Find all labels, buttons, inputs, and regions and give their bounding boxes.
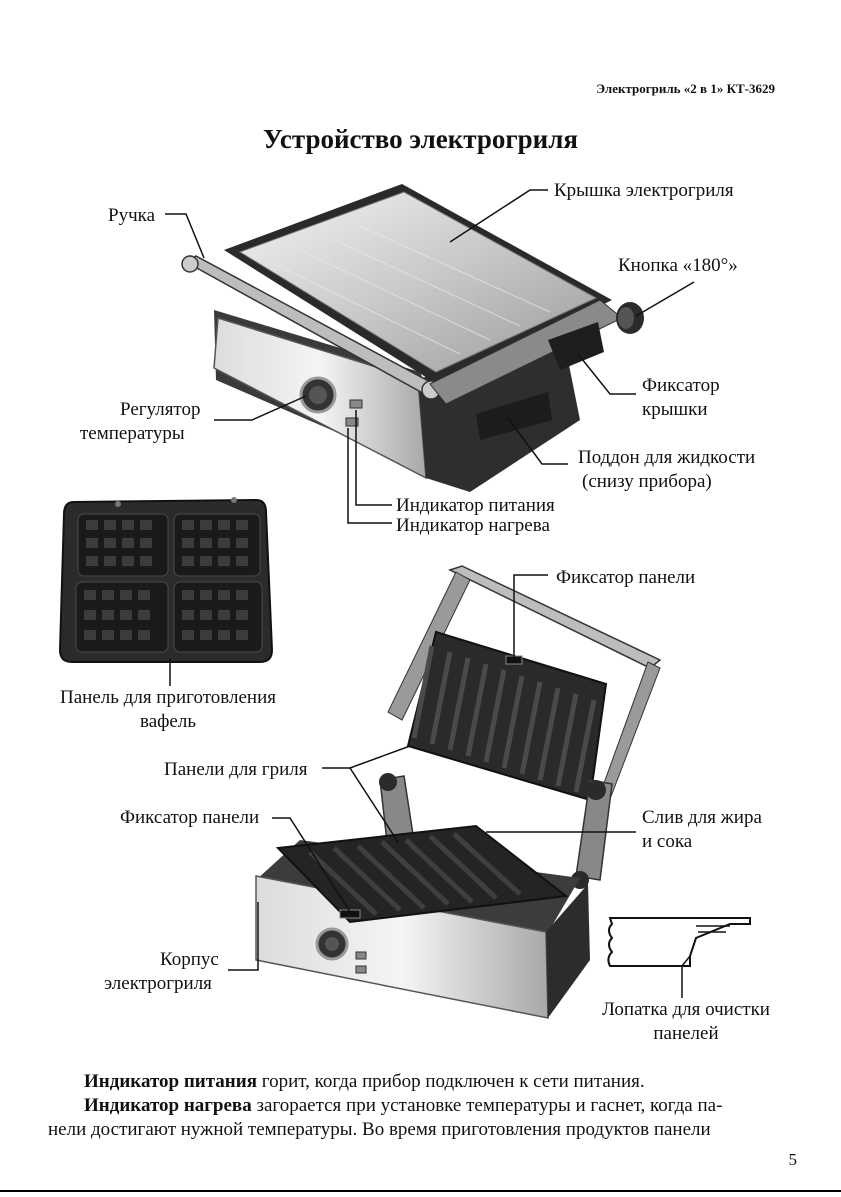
label-lid-lock-line2: крышки [642,399,708,420]
label-button-180: Кнопка «180°» [618,255,738,276]
label-tray-line1: Поддон для жидкости [578,447,756,468]
label-body-line2: электрогриля [104,973,212,994]
label-drain-line2: и сока [642,831,693,852]
term-heat-indicator: Индикатор нагрева [84,1095,252,1116]
label-waffle-line2: вафель [139,711,197,732]
paragraph-heat-indicator: Индикатор нагрева загорается при установ… [48,1094,808,1118]
label-scraper-line2: панелей [653,1023,719,1044]
leader-lines [165,189,695,998]
closed-grill-image [181,184,644,492]
term-power-indicator: Индикатор питания [84,1071,257,1092]
page-header: Электрогриль «2 в 1» КТ-3629 [596,81,775,96]
bottom-divider [0,1190,841,1192]
paragraph-power-indicator: Индикатор питания горит, когда прибор по… [48,1070,808,1094]
label-body-line1: Корпус [160,949,219,970]
waffle-plate-image [58,497,274,663]
label-scraper-line1: Лопатка для очистки [602,999,770,1020]
page-title: Устройство электрогриля [262,124,578,154]
label-lid-lock-line1: Фиксатор [642,375,720,396]
label-heat-indicator: Индикатор нагрева [396,515,550,536]
label-regulator-line2: температуры [80,423,185,444]
open-grill-image [255,565,662,1019]
scraper-image [607,917,751,967]
label-waffle-line1: Панель для приготовления [60,687,276,708]
label-grill-panels: Панели для гриля [164,759,308,780]
label-drain-line1: Слив для жира [642,807,762,828]
label-panel-lock-top: Фиксатор панели [556,567,696,588]
label-tray-line2: (снизу прибора) [582,471,712,492]
text-power-indicator: горит, когда прибор подключен к сети пит… [257,1071,645,1092]
label-handle: Ручка [108,205,155,226]
label-lid: Крышка электрогриля [554,180,734,201]
page-number: 5 [788,1150,798,1169]
label-regulator-line1: Регулятор [120,399,201,420]
label-panel-lock-bottom: Фиксатор панели [120,807,260,828]
paragraph-continuation: нели достигают нужной температуры. Во вр… [48,1119,711,1140]
label-power-indicator: Индикатор питания [396,495,555,516]
text-heat-indicator: загорается при установке температуры и г… [251,1095,723,1116]
